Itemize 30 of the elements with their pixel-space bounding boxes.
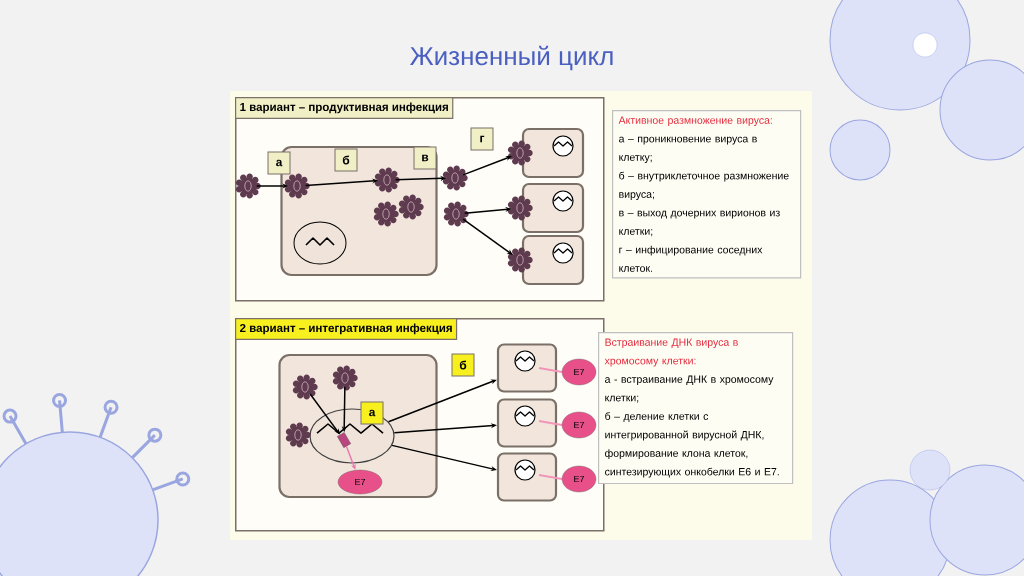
arrow — [309, 393, 340, 435]
virion — [373, 201, 399, 227]
virion — [443, 201, 469, 227]
text-box: Активное размножение вируса: а – проникновение вируса в клетку; б – внутриклеточное размножение вируса; в – выход дочерних вирионов из клетки; г – инфицирование соседних клеток. — [612, 110, 802, 279]
text-box: Встраивание ДНК вируса в хромосому клетки: а - встраивание ДНК в хромосому клетки; б – деление клетки с интегрированной вирусной ДНК, формирование клона клеток, синтезирующих онкобелки Е6 и Е7. — [598, 332, 794, 485]
title: Жизненный цикл — [410, 45, 613, 71]
virion — [285, 422, 311, 448]
virion — [442, 165, 468, 191]
virion — [235, 173, 261, 199]
step-label: а — [360, 401, 384, 425]
panel-heading: 2 вариант – интегративная инфекция — [235, 318, 458, 340]
virion — [398, 194, 424, 220]
virion — [507, 195, 533, 221]
step-label: в — [413, 146, 437, 170]
arrow — [393, 423, 497, 434]
step-label: а — [267, 151, 291, 175]
step-label: б — [334, 148, 358, 172]
virion — [332, 365, 358, 391]
arrow — [462, 155, 512, 176]
step-label: б — [451, 353, 475, 377]
virion — [292, 374, 318, 400]
arrow — [387, 379, 497, 423]
arrow — [462, 218, 513, 255]
dna-insert — [337, 432, 351, 448]
virion — [284, 173, 310, 199]
virion — [507, 140, 533, 166]
panel-heading: 1 вариант – продуктивная инфекция — [235, 97, 454, 119]
step-label: г — [470, 127, 494, 151]
virion — [374, 167, 400, 193]
virion — [507, 247, 533, 273]
